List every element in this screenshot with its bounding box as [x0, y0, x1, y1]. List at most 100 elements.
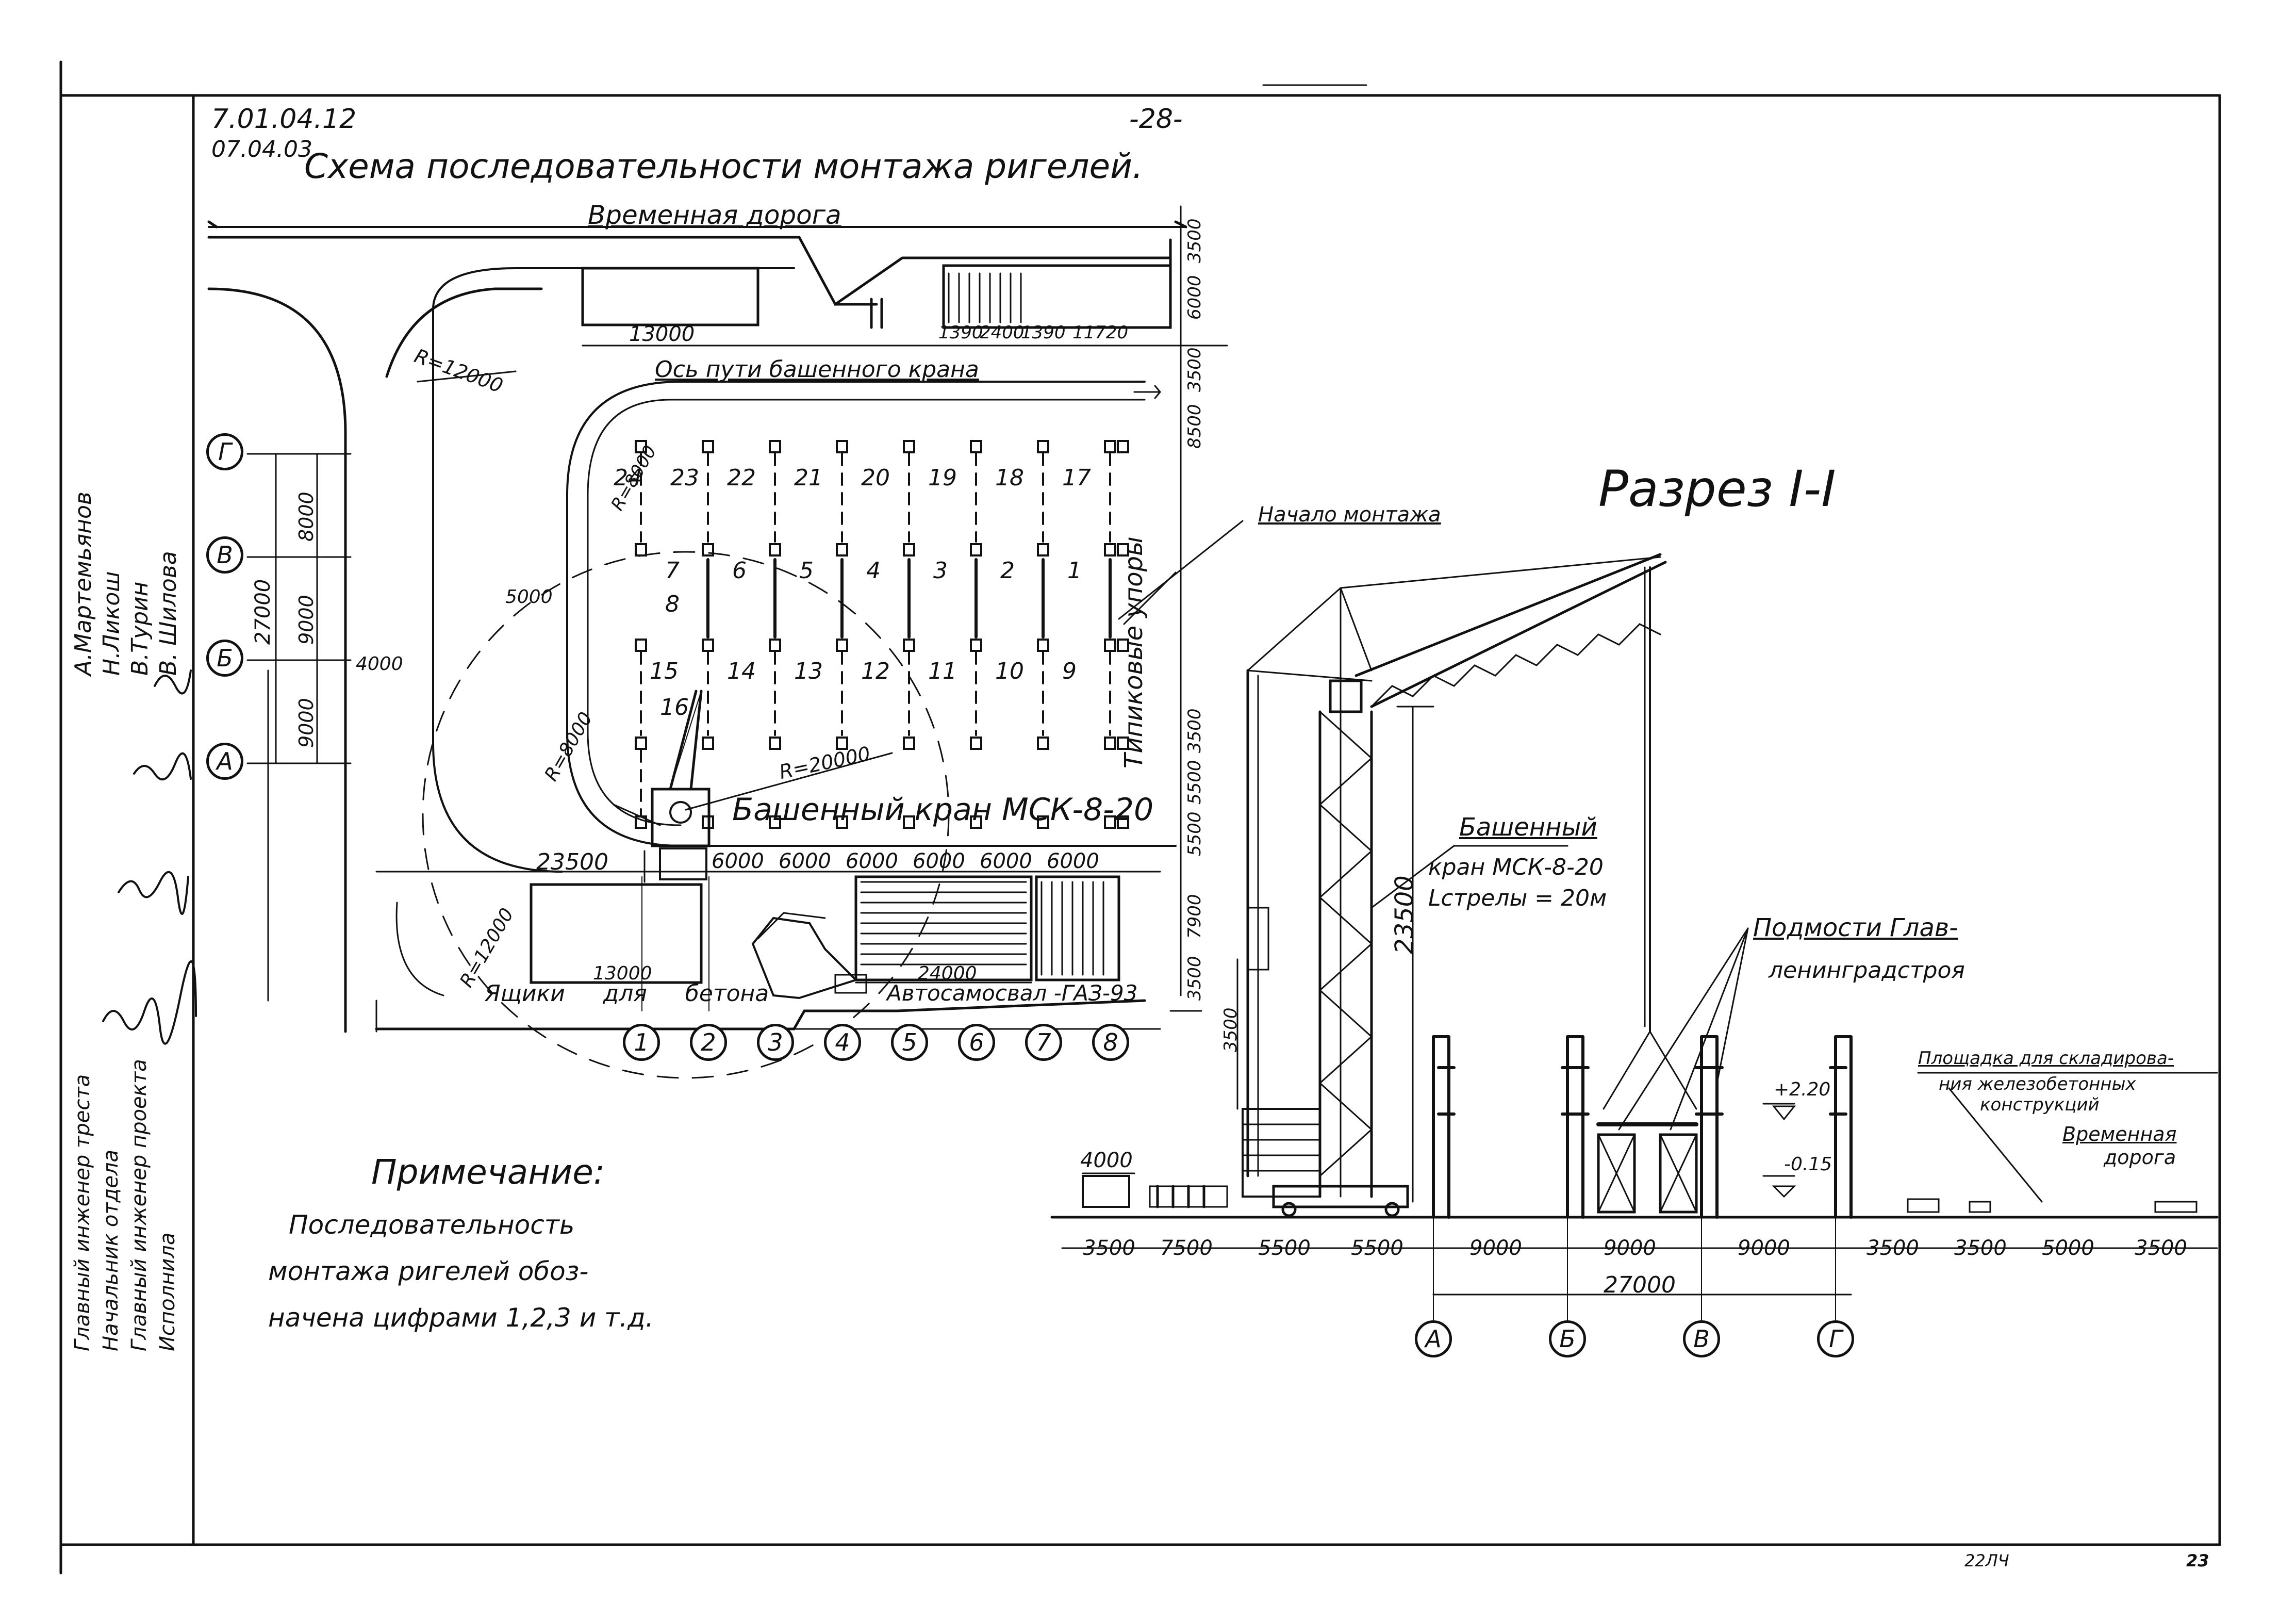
section-dim-2: 7500 — [1160, 1236, 1213, 1260]
section-title: Разрез I-I — [1598, 460, 1836, 518]
dim-left-1: 8000 — [295, 492, 318, 542]
seq-2: 2 — [1000, 558, 1015, 584]
dim-left-3: 9000 — [295, 698, 318, 748]
section-dim-9: 3500 — [1954, 1236, 2007, 1260]
note-heading: Примечание: — [371, 1152, 605, 1192]
dim-right-6: 5500 — [1184, 760, 1205, 805]
start-mounting-label: Начало монтажа — [1258, 503, 1441, 527]
seq-13: 13 — [794, 658, 823, 684]
axis-bubble-4: 4 — [824, 1024, 861, 1061]
axis-bubble-a: А — [206, 743, 243, 780]
dim-right-8: 7900 — [1184, 894, 1205, 939]
dim-top-4: 1390 — [1021, 322, 1066, 343]
footer-sheet: 23 — [2186, 1551, 2209, 1570]
section-crane-label: Башенный — [1459, 813, 1597, 842]
dim-axis-4: 6000 — [913, 849, 965, 873]
seq-1: 1 — [1067, 558, 1082, 584]
axis-bubble-b: Б — [206, 640, 243, 677]
seq-21: 21 — [794, 465, 823, 491]
note-line2: монтажа ригелей обоз- — [268, 1256, 589, 1286]
level-plus: +2.20 — [1774, 1079, 1831, 1100]
title-role-4: Исполнила — [156, 1232, 179, 1351]
dim-left-2: 9000 — [295, 595, 318, 645]
seq-5: 5 — [799, 558, 814, 584]
title-role-3: Главный инженер проекта — [127, 1059, 151, 1351]
seq-4: 4 — [866, 558, 881, 584]
section-crane-boom: Lстрелы = 20м — [1428, 885, 1607, 911]
dim-right-4: 3500 — [1184, 347, 1205, 392]
signatures — [102, 669, 197, 1045]
truck-crane-label: Автосамосвал -ГАЗ-93 — [887, 980, 1138, 1006]
concrete-boxes-label: Ящики для бетона — [485, 980, 769, 1007]
note-line1: Последовательность — [289, 1210, 575, 1240]
section-dim-10: 5000 — [2042, 1236, 2094, 1260]
page-title: Схема последовательности монтажа ригелей… — [304, 146, 1144, 186]
section-crane-height: 23500 — [1390, 875, 1419, 954]
storage-line3: конструкций — [1980, 1094, 2100, 1115]
section-dim-11: 3500 — [2135, 1236, 2187, 1260]
dim-23500: 23500 — [536, 849, 608, 875]
axis-bubble-6: 6 — [958, 1024, 995, 1061]
dim-axis-5: 6000 — [980, 849, 1032, 873]
note-line3: начена цифрами 1,2,3 и т.д. — [268, 1303, 654, 1333]
section-dim-total: 27000 — [1604, 1272, 1676, 1298]
column-row-2 — [635, 543, 1129, 557]
section-axis-b: Б — [1549, 1320, 1586, 1357]
dim-top-3: 2400 — [980, 322, 1025, 343]
footer-code: 22ЛЧ — [1964, 1551, 2009, 1570]
dim-24000: 24000 — [918, 963, 977, 984]
dim-right-5: 5500 — [1184, 811, 1205, 856]
column-row-3 — [635, 639, 1129, 652]
dim-right-9: 3500 — [1184, 956, 1205, 1001]
axis-bubble-5: 5 — [891, 1024, 928, 1061]
seq-15: 15 — [650, 658, 679, 684]
seq-20: 20 — [861, 465, 890, 491]
seq-19: 19 — [928, 465, 957, 491]
section-dim-4000: 4000 — [1080, 1149, 1133, 1172]
storage-line1: Площадка для складирова- — [1918, 1048, 2174, 1069]
dim-right-2: 6000 — [1184, 275, 1205, 320]
title-name-4: В. Шилова — [155, 551, 181, 676]
dim-axis-3: 6000 — [846, 849, 898, 873]
scaffolds-line2: ленинградстроя — [1769, 957, 1965, 984]
dim-axis-6: 6000 — [1047, 849, 1099, 873]
title-role-2: Начальник отдела — [99, 1149, 123, 1351]
scaffolds-line1: Подмости Глав- — [1753, 913, 1958, 942]
seq-9: 9 — [1062, 658, 1077, 684]
dim-right-3: 8500 — [1184, 404, 1205, 449]
section-drawing — [1050, 553, 2219, 1321]
dim-4000-plan: 4000 — [356, 653, 403, 675]
section-dim-5: 9000 — [1469, 1236, 1522, 1260]
axis-bubble-v: В — [206, 536, 243, 574]
section-temp-road-2: дорога — [2104, 1146, 2176, 1169]
axis-bubble-g: Г — [206, 433, 243, 470]
dim-right-1: 3500 — [1184, 218, 1205, 263]
sheet-frame — [59, 60, 2221, 1575]
seq-24: 24 — [614, 465, 642, 491]
title-name-3: В.Турин — [127, 581, 153, 676]
axis-bubble-1: 1 — [623, 1024, 660, 1061]
plan-drawing — [207, 205, 1244, 1079]
seq-14: 14 — [727, 658, 756, 684]
section-temp-road-1: Временная — [2062, 1123, 2177, 1146]
dim-left-total: 27000 — [251, 579, 275, 645]
doc-date: 07.04.03 — [211, 136, 312, 162]
page-number: -28- — [1129, 104, 1183, 135]
dim-top-1: 13000 — [629, 322, 695, 346]
dim-right-7: 3500 — [1184, 708, 1205, 753]
seq-22: 22 — [727, 465, 756, 491]
column-row-lower — [635, 737, 1129, 750]
seq-23: 23 — [670, 465, 699, 491]
dim-top-5: 11720 — [1072, 322, 1129, 343]
temp-road-label: Временная дорога — [588, 200, 841, 230]
dim-axis-1: 6000 — [712, 849, 764, 873]
storage-line2: ния железобетонных — [1939, 1074, 2136, 1094]
section-dim-8: 3500 — [1866, 1236, 1919, 1260]
seq-3: 3 — [933, 558, 948, 584]
dim-axis-2: 6000 — [779, 849, 831, 873]
section-axis-g: Г — [1817, 1320, 1854, 1357]
axis-bubble-7: 7 — [1025, 1024, 1062, 1061]
section-crane-model: кран МСК-8-20 — [1428, 854, 1604, 880]
